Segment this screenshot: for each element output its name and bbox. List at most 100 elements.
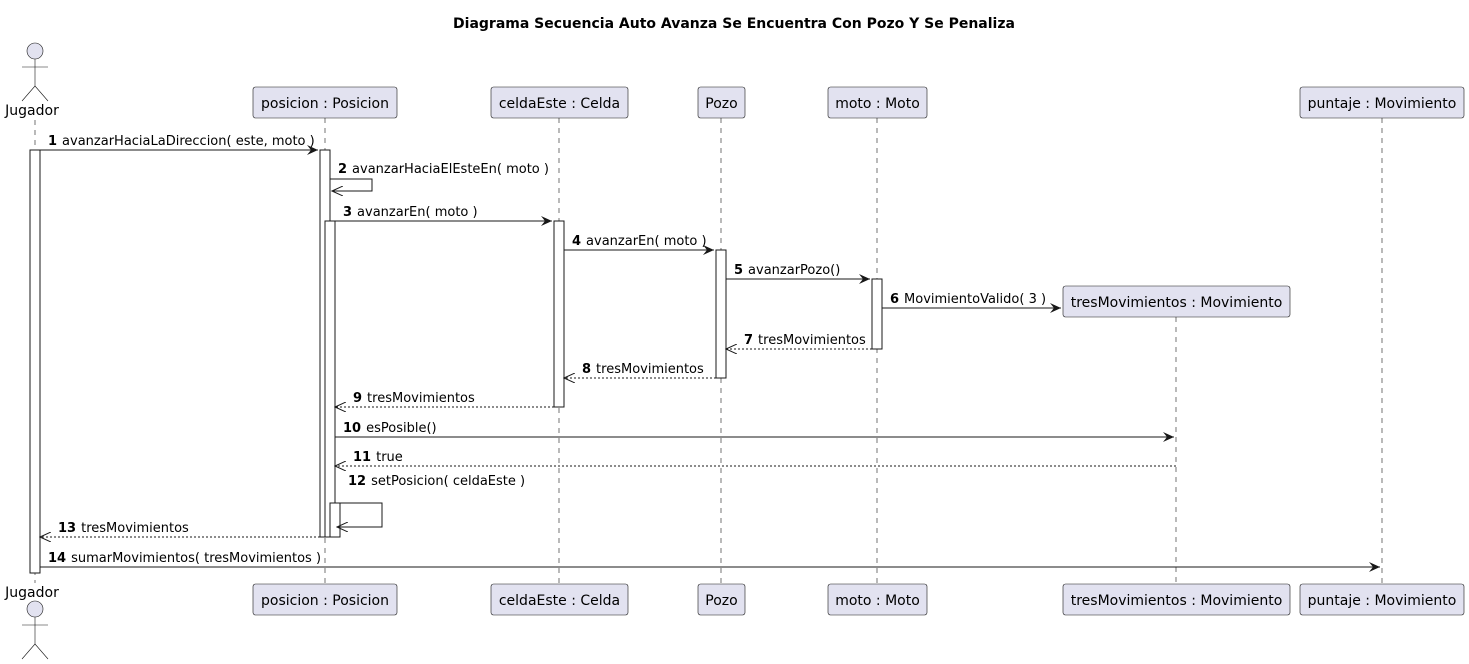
message-text: avanzarEn( moto ): [586, 234, 707, 249]
actor-jugador-top: Jugador: [4, 42, 59, 119]
message-14: 14 sumarMovimientos( tresMovimientos ): [40, 551, 1380, 572]
actor-head-icon: [26, 600, 44, 618]
message-5: 5 avanzarPozo(): [726, 263, 870, 284]
activation-bar-moto: [871, 278, 883, 350]
participant-posicion-top: posicion : Posicion: [252, 86, 398, 119]
participant-posicion-bottom: posicion : Posicion: [252, 583, 398, 616]
message-13: 13 tresMovimientos: [40, 521, 320, 537]
activation-bar-pozo: [715, 249, 727, 379]
message-number: 14: [48, 551, 66, 566]
actor-jugador-bottom: Jugador: [4, 585, 59, 660]
message-number: 2: [338, 162, 347, 177]
participant-puntaje-bottom: puntaje : Movimiento: [1299, 583, 1465, 616]
participant-label: puntaje : Movimiento: [1308, 593, 1457, 609]
participant-box: [1299, 86, 1465, 119]
message-label: 14 sumarMovimientos( tresMovimientos ): [48, 551, 321, 566]
message-text: sumarMovimientos( tresMovimientos ): [71, 551, 321, 566]
message-10: 10 esPosible(): [335, 421, 1174, 442]
message-label: 5 avanzarPozo(): [734, 263, 840, 278]
participant-pozo-top: Pozo: [697, 86, 746, 119]
participant-box: [697, 583, 746, 616]
message-text: MovimientoValido( 3 ): [904, 292, 1046, 307]
message-label: 6 MovimientoValido( 3 ): [890, 292, 1046, 307]
diagram-title: Diagrama Secuencia Auto Avanza Se Encuen…: [453, 16, 1015, 32]
participant-celdaEste-top: celdaEste : Celda: [490, 86, 629, 119]
message-text: esPosible(): [366, 421, 437, 436]
message-number: 3: [343, 205, 352, 220]
message-7: 7 tresMovimientos: [726, 333, 872, 349]
message-label: 1 avanzarHaciaLaDireccion( este, moto ): [48, 134, 315, 149]
participant-pozo-bottom: Pozo: [697, 583, 746, 616]
actor-head-icon: [26, 42, 44, 60]
message-12: 12 setPosicion( celdaEste ): [335, 474, 525, 527]
activation-bar-posicion: [324, 220, 336, 538]
participant-label: celdaEste : Celda: [499, 593, 620, 609]
participant-label: Jugador: [4, 585, 59, 601]
message-arrow: [335, 502, 383, 527]
participant-label: puntaje : Movimiento: [1308, 96, 1457, 112]
message-number: 8: [582, 362, 591, 377]
message-number: 5: [734, 263, 743, 278]
message-4: 4 avanzarEn( moto ): [564, 234, 714, 255]
participant-tresMov-top: tresMovimientos : Movimiento: [1062, 285, 1291, 318]
participant-box: [252, 583, 398, 616]
participant-box: [827, 583, 928, 616]
message-text: tresMovimientos: [758, 333, 866, 348]
participant-box: [1062, 285, 1291, 318]
participant-label: moto : Moto: [835, 593, 920, 609]
message-9: 9 tresMovimientos: [335, 391, 554, 407]
message-number: 9: [353, 391, 362, 406]
message-6: 6 MovimientoValido( 3 ): [882, 292, 1061, 313]
participant-box: [697, 86, 746, 119]
message-text: true: [376, 450, 403, 465]
participant-celdaEste-bottom: celdaEste : Celda: [490, 583, 629, 616]
participant-puntaje-top: puntaje : Movimiento: [1299, 86, 1465, 119]
message-text: tresMovimientos: [367, 391, 475, 406]
message-1: 1 avanzarHaciaLaDireccion( este, moto ): [40, 134, 318, 155]
participant-label: posicion : Posicion: [261, 593, 389, 609]
message-number: 11: [353, 450, 371, 465]
message-label: 7 tresMovimientos: [744, 333, 866, 348]
participant-box: [490, 583, 629, 616]
message-number: 13: [58, 521, 76, 536]
message-text: setPosicion( celdaEste ): [371, 474, 525, 489]
message-number: 12: [348, 474, 366, 489]
message-text: tresMovimientos: [596, 362, 704, 377]
message-label: 11 true: [353, 450, 403, 465]
activation-bar-jugador: [29, 149, 41, 574]
participant-moto-top: moto : Moto: [827, 86, 928, 119]
message-text: avanzarPozo(): [748, 263, 840, 278]
message-11: 11 true: [335, 450, 1176, 466]
participant-box: [490, 86, 629, 119]
message-number: 7: [744, 333, 753, 348]
participant-label: Pozo: [705, 96, 737, 112]
message-label: 13 tresMovimientos: [58, 521, 189, 536]
activation-bar-posicion: [329, 502, 341, 538]
participant-label: tresMovimientos : Movimiento: [1071, 593, 1283, 609]
message-number: 1: [48, 134, 57, 149]
message-text: tresMovimientos: [81, 521, 189, 536]
message-number: 10: [343, 421, 361, 436]
message-label: 12 setPosicion( celdaEste ): [348, 474, 525, 489]
message-8: 8 tresMovimientos: [564, 362, 716, 378]
message-number: 6: [890, 292, 899, 307]
message-number: 4: [572, 234, 581, 249]
message-label: 10 esPosible(): [343, 421, 437, 436]
message-label: 9 tresMovimientos: [353, 391, 475, 406]
participant-moto-bottom: moto : Moto: [827, 583, 928, 616]
participant-label: Pozo: [705, 593, 737, 609]
participant-box: [252, 86, 398, 119]
participant-label: posicion : Posicion: [261, 96, 389, 112]
actor-body-icon: [21, 59, 49, 102]
participant-label: Jugador: [4, 103, 59, 119]
message-arrow: [330, 178, 373, 191]
message-text: avanzarHaciaLaDireccion( este, moto ): [62, 134, 315, 149]
participant-tresMov-bottom: tresMovimientos : Movimiento: [1062, 583, 1291, 616]
participant-box: [827, 86, 928, 119]
message-label: 4 avanzarEn( moto ): [572, 234, 707, 249]
